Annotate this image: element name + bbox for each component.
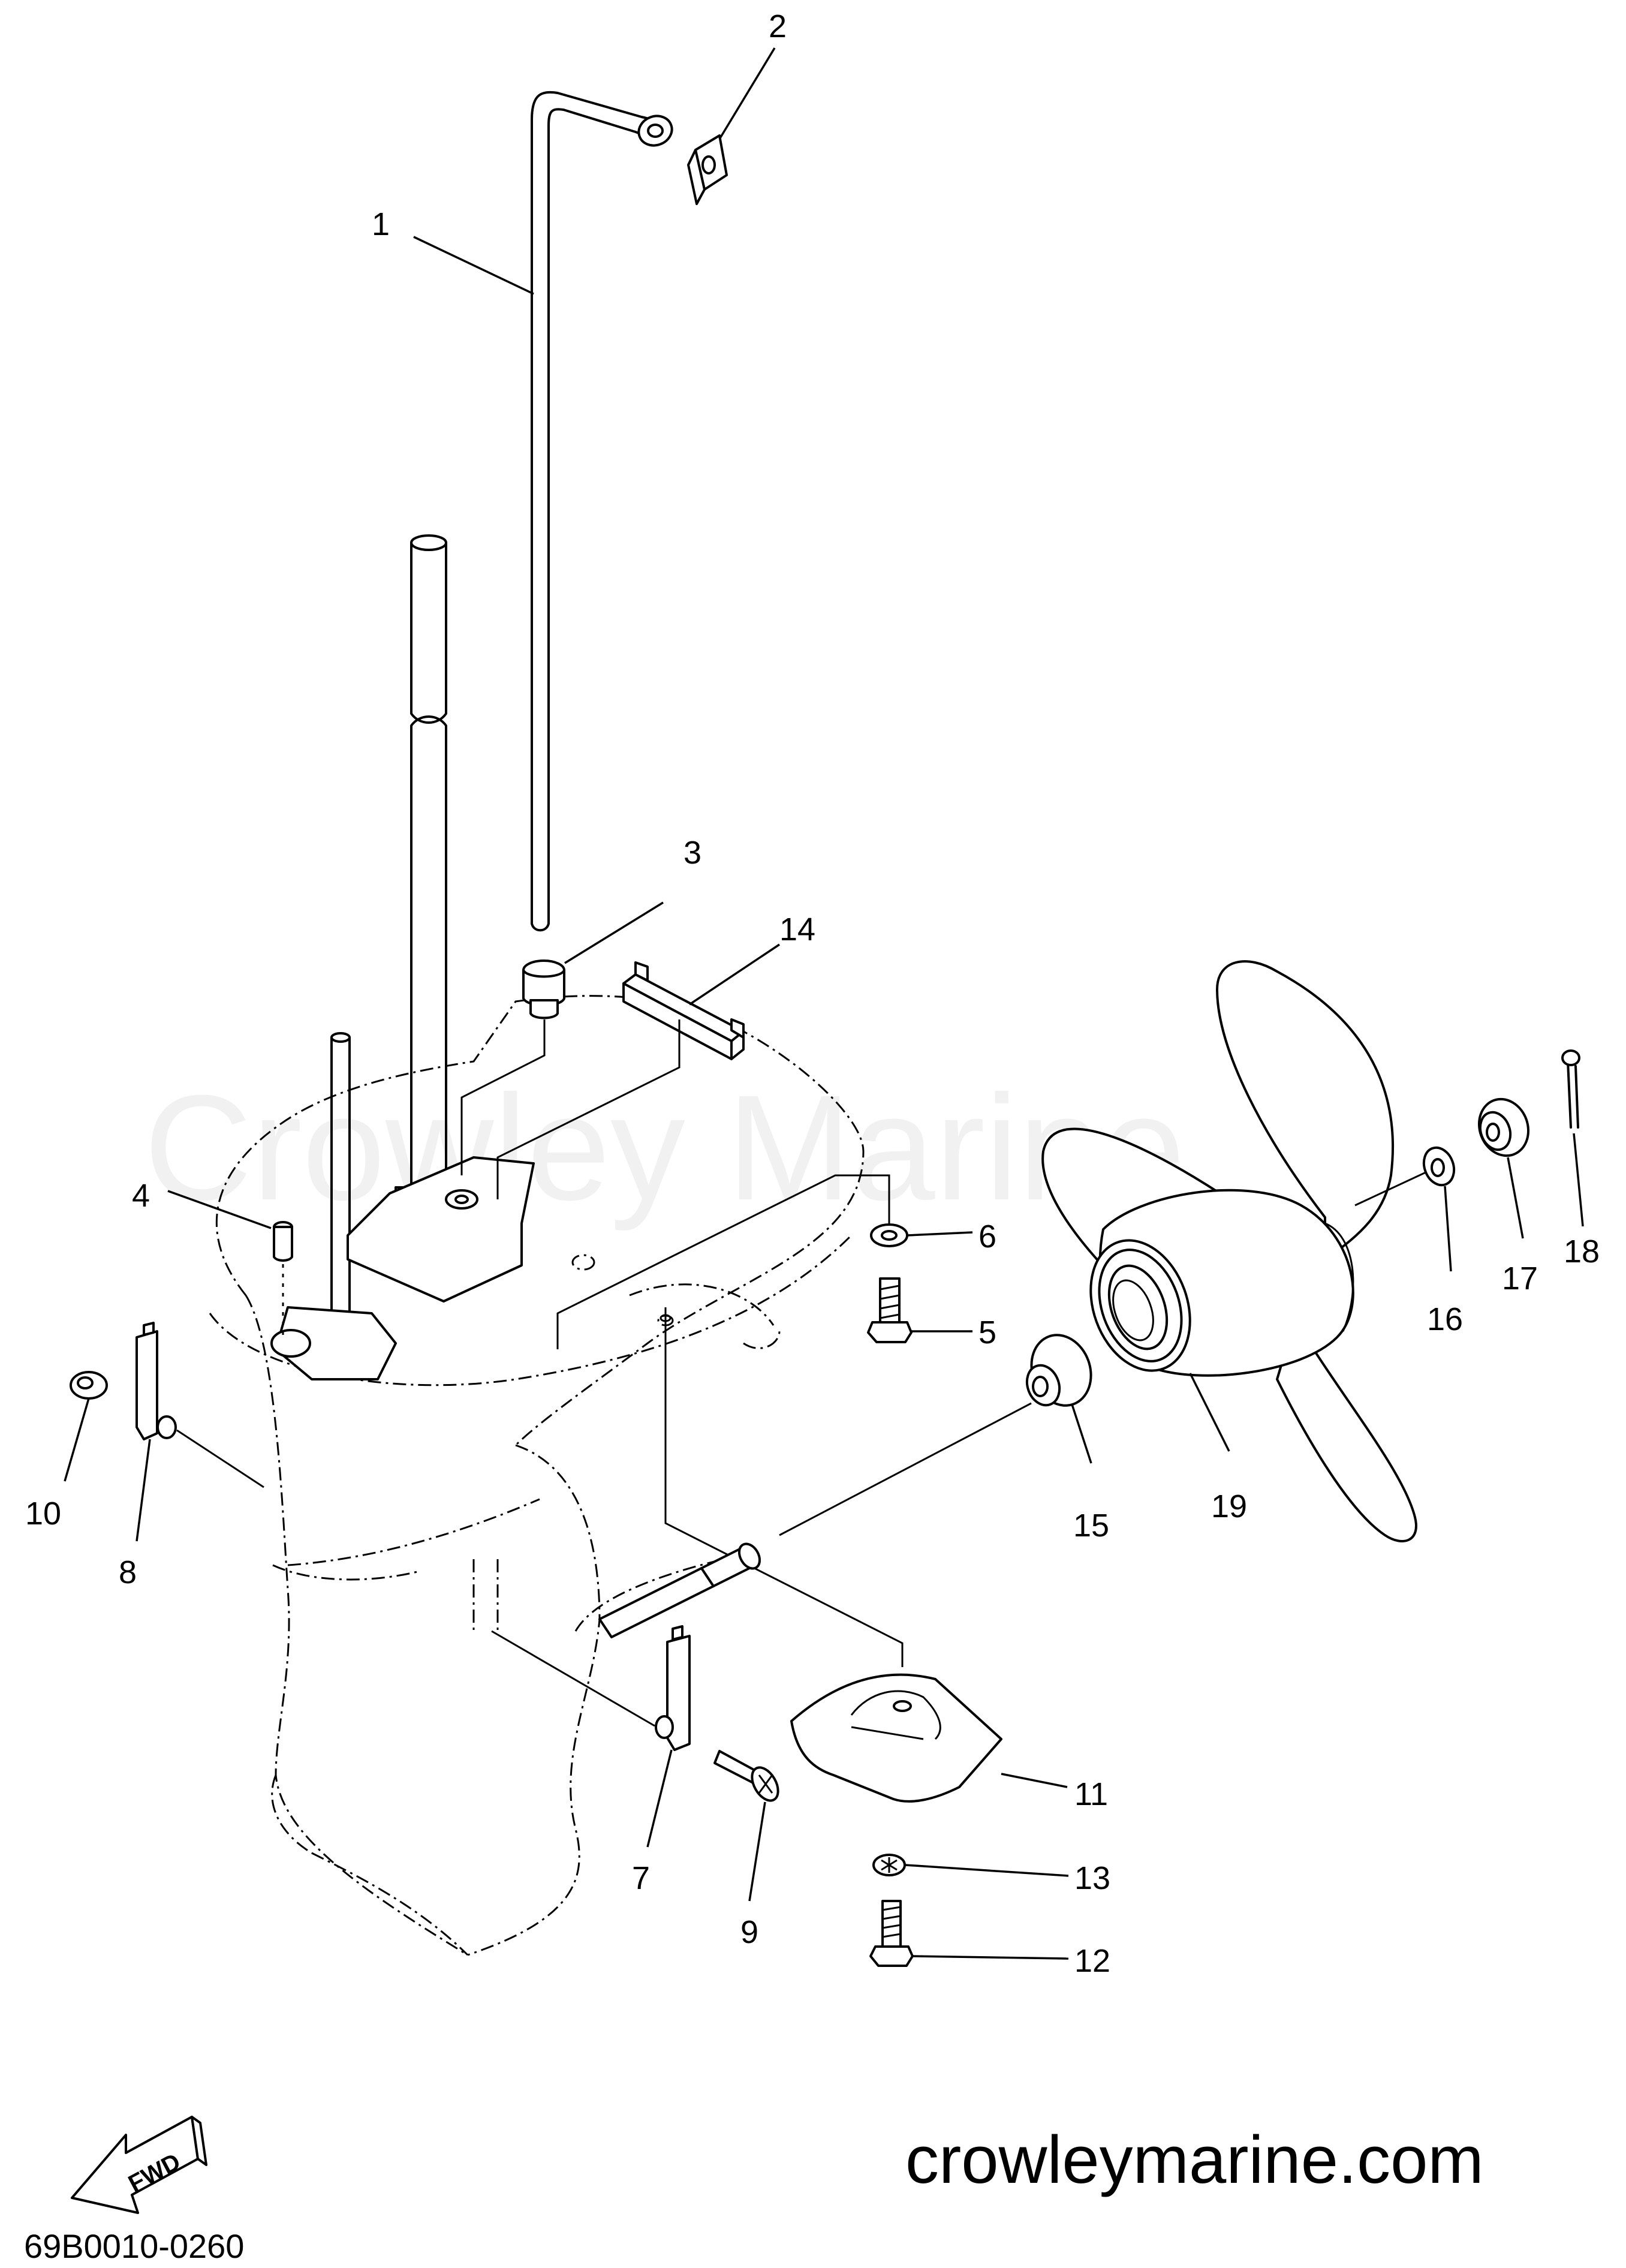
watermark-text: Crowley Marine (144, 1064, 1185, 1231)
website-text: crowleymarine.com (905, 2122, 1484, 2197)
part-6-washer (556, 1174, 973, 1349)
callout-19: 19 (1211, 1488, 1247, 1524)
part-10-nut (64, 1371, 108, 1482)
callout-13: 13 (1074, 1860, 1110, 1896)
part-8-anode (136, 1322, 264, 1542)
callout-1: 1 (372, 206, 390, 242)
callout-12: 12 (1074, 1943, 1110, 1979)
callout-10: 10 (25, 1496, 61, 1532)
propeller-shaft (598, 1402, 1032, 1638)
callout-2: 2 (769, 8, 787, 44)
part-14-plate (496, 943, 780, 1199)
part-19-propeller (1041, 960, 1426, 1542)
callout-18: 18 (1564, 1234, 1600, 1270)
diagram-code: 69B0010-0260 (24, 2227, 244, 2265)
part-5-bolt (867, 1277, 972, 1343)
callout-labels: 1 2 3 14 4 6 5 10 8 15 19 16 17 18 11 13… (25, 8, 1600, 1979)
part-9-screw (713, 1750, 779, 1902)
part-16-washer (1422, 1146, 1456, 1272)
part-1-water-tube (413, 91, 673, 932)
callout-4: 4 (132, 1178, 150, 1214)
callout-7: 7 (632, 1860, 650, 1896)
part-7-anode (491, 1625, 691, 1848)
part-2-grommet (687, 47, 776, 205)
fwd-arrow: FWD (71, 2116, 207, 2214)
part-4-dowel-pin (167, 1190, 293, 1337)
part-18-cotter-pin (1561, 1049, 1584, 1227)
callout-6: 6 (978, 1219, 996, 1255)
callout-3: 3 (683, 835, 701, 871)
callout-5: 5 (978, 1315, 996, 1350)
callout-14: 14 (779, 912, 815, 947)
part-3-grommet (445, 901, 664, 1210)
part-17-nut (1477, 1097, 1530, 1239)
callout-15: 15 (1073, 1508, 1109, 1544)
part-12-bolt (869, 1900, 1069, 1967)
shift-rod (330, 1032, 351, 1318)
callout-8: 8 (119, 1554, 137, 1590)
callout-11: 11 (1074, 1776, 1108, 1812)
pump-housing-block (270, 1156, 535, 1380)
part-15-thrust-washer (1025, 1334, 1092, 1464)
part-11-anode-block (660, 1307, 1068, 1803)
callout-17: 17 (1502, 1261, 1538, 1297)
callout-9: 9 (740, 1914, 758, 1950)
callout-16: 16 (1427, 1301, 1463, 1337)
part-13-lock-washer (872, 1854, 1069, 1877)
